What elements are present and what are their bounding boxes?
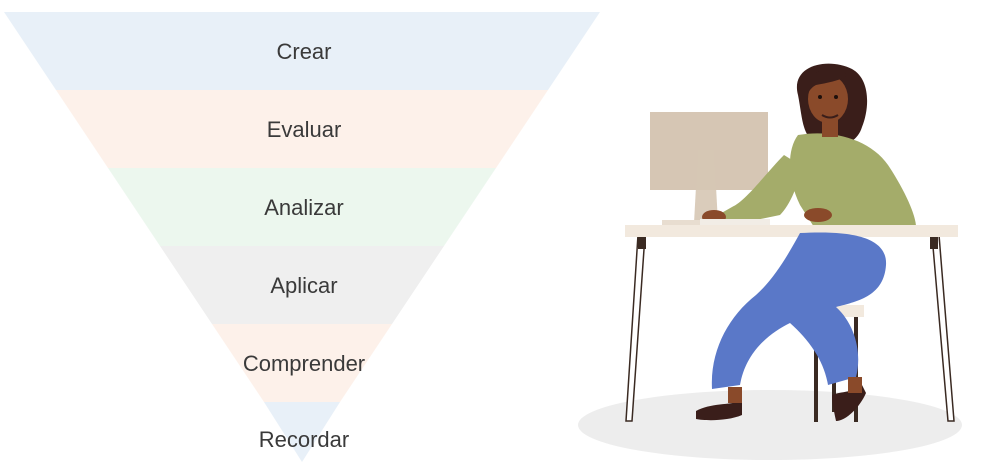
neck: [822, 119, 838, 137]
pyramid-level-analizar: [108, 168, 496, 246]
pyramid-label-analizar: Analizar: [264, 195, 343, 220]
shoe-left: [696, 401, 742, 421]
shoe-right: [832, 385, 866, 421]
pyramid-label-evaluar: Evaluar: [267, 117, 342, 142]
eye-left: [818, 95, 822, 99]
pyramid-level-evaluar: [56, 90, 548, 168]
arm-back: [862, 167, 910, 221]
keyboard: [700, 219, 770, 225]
pyramid-label-crear: Crear: [276, 39, 331, 64]
floor-shadow: [578, 390, 962, 460]
pyramid-level-crear: [4, 12, 600, 90]
pyramid-label-aplicar: Aplicar: [270, 273, 337, 298]
ankle-left: [728, 387, 742, 403]
pyramid-level-aplicar: [160, 246, 444, 324]
arm-front: [718, 155, 800, 227]
woman-at-desk-illustration: [578, 63, 962, 460]
pyramid-level-comprender: [212, 324, 392, 402]
mouth: [821, 114, 839, 119]
ankle-right: [848, 377, 862, 393]
eye-right: [834, 95, 838, 99]
desk-top: [625, 225, 958, 237]
pyramid-level-recordar: [264, 402, 340, 462]
face: [808, 75, 848, 123]
pants: [711, 232, 887, 389]
pyramid-label-recordar: Recordar: [259, 427, 349, 452]
hand-right: [804, 208, 832, 222]
bloom-taxonomy-pyramid: Crear Evaluar Analizar Aplicar Comprende…: [4, 12, 600, 462]
desk-legs: [625, 234, 955, 422]
pyramid-label-comprender: Comprender: [243, 351, 365, 376]
hair-front: [806, 68, 848, 99]
